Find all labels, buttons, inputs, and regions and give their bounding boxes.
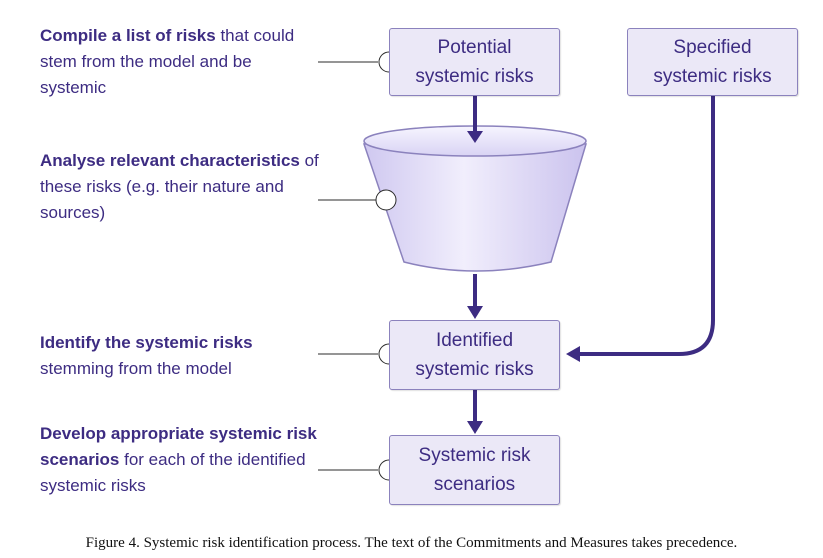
box-potential-line1: Potential (437, 37, 512, 58)
box-specified-line1: Specified (673, 37, 752, 58)
box-identified-line2: systemic risks (415, 359, 534, 380)
box-potential-systemic-risks: Potential systemic risks (389, 28, 560, 96)
box-identified-line1: Identified (435, 330, 514, 351)
funnel (362, 125, 588, 272)
note-analyse-bold: Analyse relevant characteristics (40, 151, 300, 170)
box-systemic-risk-scenarios: Systemic risk scenarios (389, 435, 560, 505)
note-analyse-text: of these risks (e.g. their nature and so… (40, 151, 319, 222)
note-analyse-characteristics: Analyse relevant characteristics of thes… (40, 148, 320, 226)
note-compile-risks-bold: Compile a list of risks (40, 26, 216, 45)
note-compile-risks-text: that could stem from the model and be sy… (40, 26, 295, 97)
note-identify-risks: Identify the systemic risks stemming fro… (40, 330, 320, 382)
note-compile-risks: Compile a list of risks that could stem … (40, 23, 320, 101)
note-identify-text: stemming from the model (40, 359, 232, 378)
figure-caption: Figure 4. Systemic risk identification p… (85, 535, 738, 551)
arrow-specified-to-identified (566, 96, 715, 362)
arrow-potential-to-funnel (467, 96, 483, 143)
arrow-funnel-to-identified (467, 274, 483, 319)
arrow-identified-to-scenarios (467, 390, 483, 434)
note-develop-scenarios: Develop appropriate systemic risk scenar… (40, 421, 320, 499)
note-identify-bold: Identify the systemic risks (40, 333, 253, 352)
box-identified-systemic-risks: Identified systemic risks (389, 320, 560, 390)
note-develop-text: for each of the identified systemic risk… (40, 450, 306, 495)
box-specified-systemic-risks: Specified systemic risks (627, 28, 798, 96)
box-scenarios-line2: scenarios (433, 474, 516, 495)
connector-dot-2 (375, 189, 397, 211)
box-scenarios-line1: Systemic risk (418, 445, 531, 466)
note-develop-bold: Develop appropriate systemic risk scenar… (40, 424, 317, 469)
box-specified-line2: systemic risks (653, 66, 772, 87)
box-potential-line2: systemic risks (415, 66, 534, 87)
